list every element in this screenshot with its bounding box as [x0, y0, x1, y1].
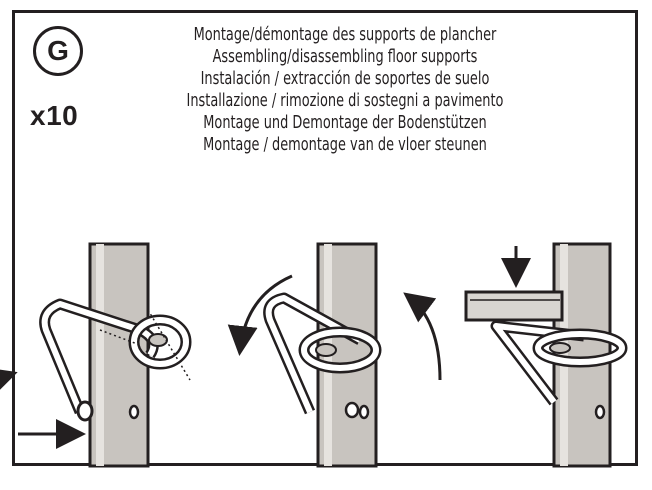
title-es: Instalación / extracción de soportes de …	[200, 69, 490, 89]
title-en: Assembling/disassembling floor supports	[212, 47, 478, 67]
assembly-illustrations	[0, 242, 628, 468]
figure-place-floor	[464, 242, 628, 468]
step-letter: G	[47, 35, 69, 66]
floor-panel	[464, 290, 564, 322]
pole-hole	[594, 404, 606, 420]
quantity-label: x10	[30, 100, 79, 131]
curved-arrow-left-icon	[227, 274, 293, 356]
curved-arrow-right-icon	[403, 292, 442, 381]
step-letter-badge: G	[33, 26, 83, 76]
figure-rotate-support	[227, 242, 442, 468]
pole-hole	[128, 404, 140, 420]
multilingual-titles: Montage/démontage des supports de planch…	[120, 24, 570, 156]
title-de: Montage und Demontage der Bodenstützen	[203, 113, 487, 133]
pole-hole	[358, 404, 370, 420]
title-nl: Montage / demontage van de vloer steunen	[203, 135, 487, 155]
title-fr: Montage/démontage des supports de planch…	[193, 25, 497, 45]
figure-insert-support	[0, 242, 192, 468]
title-it: Installazione / rimozione di sostegni a …	[186, 91, 504, 111]
